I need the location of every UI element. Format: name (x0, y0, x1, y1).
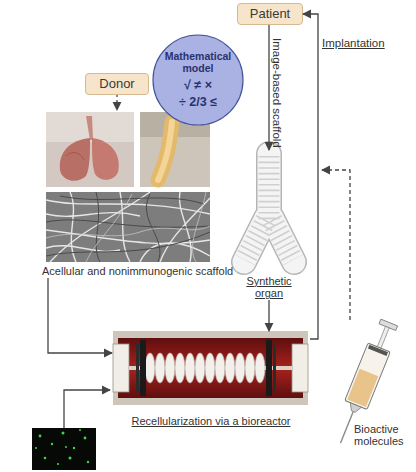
label-holder: Recellularization via a bioreactor (112, 415, 310, 428)
scaffold-node: Acellular and nonimmunogenic scaffold (42, 110, 262, 278)
connector-arrow (268, 300, 269, 331)
circle-shape (153, 35, 243, 125)
circle-content: Mathematical model √ ≠ × ÷ 2/3 ≤ (152, 34, 244, 126)
model-circle: Mathematical model √ ≠ × ÷ 2/3 ≤ (152, 34, 244, 126)
sem-image (46, 192, 210, 262)
label-holder: Bioactive molecules (326, 423, 412, 448)
image-arrow (64, 390, 110, 428)
edge-label: Implantation (322, 36, 385, 50)
connector-arrow (268, 25, 269, 150)
fluorescence-image (32, 428, 96, 470)
label-holder: Acellular and nonimmunogenic scaffold (42, 265, 262, 278)
label-holder: Synthetic organ (228, 275, 310, 300)
connector-arrow (303, 14, 318, 339)
node-symbols: √ ≠ × (184, 78, 212, 92)
bioreactor-node: Recellularization via a bioreactor (112, 331, 310, 428)
node-label: Bioactive molecules (354, 423, 412, 448)
bioreactor-photo (113, 331, 308, 405)
edge-label: Image-based scaffold (270, 38, 284, 148)
donor-box: Donor (85, 73, 149, 95)
organ-node: Synthetic organ (228, 150, 310, 300)
node-label: Patient (250, 7, 290, 22)
connector-arrow (48, 278, 112, 353)
tissue-photo (46, 112, 134, 187)
node-label: Recellularization via a bioreactor (112, 415, 310, 428)
syringe-node: Bioactive molecules (326, 318, 412, 448)
patient-box: Patient (237, 3, 303, 25)
connector-arrow (116, 95, 117, 110)
synthetic-trachea (244, 154, 294, 262)
node-label: Acellular and nonimmunogenic scaffold (42, 265, 262, 278)
node-label: Mathematical model (162, 50, 234, 74)
node-label: Synthetic organ (238, 275, 300, 300)
node-label: Donor (99, 77, 134, 92)
dashed-arrow (322, 170, 350, 320)
node-symbols: ÷ 2/3 ≤ (179, 95, 217, 109)
